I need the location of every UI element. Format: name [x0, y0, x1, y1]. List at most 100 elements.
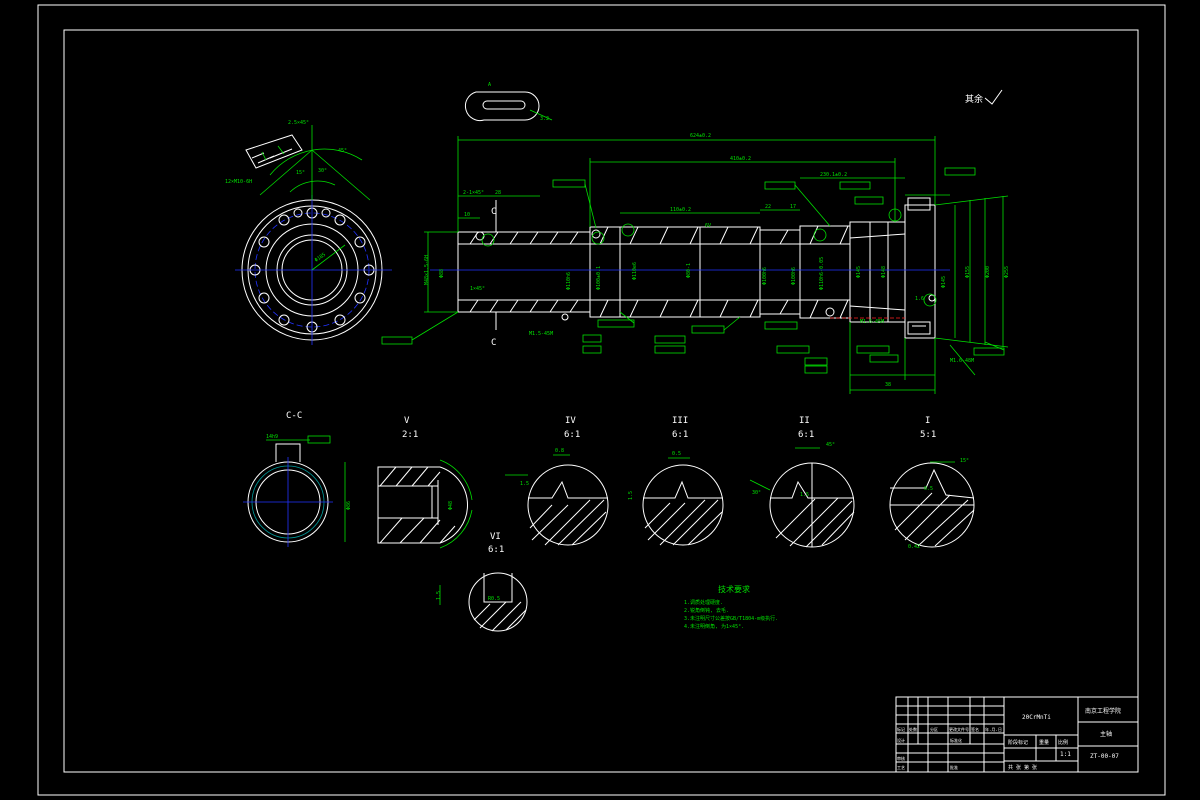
- svg-text:17: 17: [790, 204, 796, 210]
- left-label: 设计: [897, 737, 905, 743]
- stage-label: 阶段标记: [1008, 739, 1028, 746]
- svg-text:Φ110e6: Φ110e6: [632, 262, 638, 280]
- svg-text:410±0.2: 410±0.2: [730, 156, 751, 162]
- svg-text:Φ100h6: Φ100h6: [762, 267, 768, 285]
- svg-text:A: A: [488, 82, 491, 88]
- detail-iii: 1.5 0.5: [628, 451, 724, 546]
- tech-req-title: 技术要求: [718, 584, 750, 594]
- tech-requirements: 技术要求 1.调质处理硬度. 2.锐角倒钝, 去毛. 3.未注明尺寸公差按GB/…: [684, 584, 778, 630]
- row-label: 年.月.日: [985, 726, 1002, 732]
- detail-iv-title: IV: [565, 416, 576, 426]
- svg-text:38: 38: [885, 382, 891, 388]
- detail-iii-title: III: [672, 416, 688, 426]
- detail-iii-scale: 6:1: [672, 430, 688, 440]
- detail-ii-scale: 6:1: [798, 430, 814, 440]
- svg-text:30°: 30°: [752, 490, 761, 496]
- keyway-view: A 3.2: [464, 82, 553, 122]
- svg-text:1.6: 1.6: [915, 296, 924, 302]
- svg-text:15°: 15°: [960, 458, 969, 464]
- svg-text:12×M10-6H: 12×M10-6H: [225, 179, 252, 185]
- row-label: 签名: [971, 726, 979, 732]
- svg-text:Φ48: Φ48: [448, 501, 454, 510]
- row-label: 处数: [909, 726, 917, 732]
- detail-i-title: I: [925, 416, 930, 426]
- svg-text:1.5: 1.5: [520, 481, 529, 487]
- detail-ii-title: II: [799, 416, 810, 426]
- left-label: 工艺: [897, 765, 905, 770]
- svg-text:110±0.2: 110±0.2: [670, 207, 691, 213]
- tech-req-line: 1.调质处理硬度.: [684, 599, 723, 606]
- roughness-note: 其余: [965, 93, 983, 105]
- svg-text:M1.5-45M: M1.5-45M: [529, 331, 553, 337]
- spindle-main-view: M48×1.5-6H Φ88 624±0.2 410±0.2 110±0.2 2…: [381, 133, 1010, 394]
- detail-v-scale: 2:1: [402, 430, 418, 440]
- svg-text:Φ86: Φ86: [346, 501, 352, 510]
- svg-text:Φ80-1: Φ80-1: [686, 263, 692, 278]
- weight-label: 重量: [1039, 739, 1049, 746]
- svg-text:Φ88: Φ88: [439, 269, 445, 278]
- svg-text:0.5: 0.5: [924, 486, 933, 492]
- title-block: 20CrMnTi 南京工程学院 主轴 ZT-00-07 1:1 阶段标记 重量 …: [895, 696, 1139, 773]
- svg-text:1.5: 1.5: [800, 492, 809, 498]
- svg-text:Φ200: Φ200: [985, 266, 991, 278]
- svg-text:10: 10: [464, 212, 470, 218]
- svg-text:Φ100h6: Φ100h6: [791, 267, 797, 285]
- sheet-label: 共 张 第 张: [1008, 764, 1037, 771]
- svg-text:0.42: 0.42: [908, 544, 920, 550]
- svg-text:M1.6-45M: M1.6-45M: [860, 319, 884, 325]
- svg-text:3.2: 3.2: [540, 116, 549, 122]
- row-label: 分区: [930, 726, 938, 732]
- svg-text:1.5: 1.5: [436, 591, 442, 600]
- detail-i-scale: 5:1: [920, 430, 936, 440]
- svg-text:0.5: 0.5: [672, 451, 681, 457]
- svg-text:230.1±0.2: 230.1±0.2: [820, 172, 847, 178]
- tech-req-line: 4.未注明倒角, 为1×45°.: [684, 623, 744, 630]
- std-label: 标准化: [950, 737, 962, 743]
- svg-text:2-1×45°: 2-1×45°: [463, 190, 484, 196]
- detail-iv: 1.5 0.8: [505, 448, 609, 546]
- svg-text:Φ255: Φ255: [1004, 266, 1010, 278]
- svg-text:0.8: 0.8: [555, 448, 564, 454]
- drawing-number: ZT-00-07: [1090, 753, 1119, 760]
- material-value: 20CrMnTi: [1022, 714, 1051, 721]
- svg-text:Φ145: Φ145: [941, 276, 947, 288]
- scale-label: 比例: [1058, 739, 1068, 746]
- svg-text:Φ100±0.1: Φ100±0.1: [596, 266, 602, 290]
- school-name: 南京工程学院: [1085, 707, 1121, 715]
- svg-text:28: 28: [495, 190, 501, 196]
- svg-text:1×45°: 1×45°: [470, 286, 485, 292]
- detail-vi: 1.5 R0.5: [436, 572, 528, 632]
- svg-text:624±0.2: 624±0.2: [690, 133, 711, 139]
- svg-text:Φ110h6-0.05: Φ110h6-0.05: [819, 257, 825, 290]
- svg-text:M48×1.5-6H: M48×1.5-6H: [424, 255, 430, 285]
- svg-text:6V: 6V: [705, 223, 711, 229]
- detail-vi-title: VI: [490, 532, 501, 542]
- section-cc: Φ86 14h9: [243, 434, 352, 547]
- svg-text:R0.5: R0.5: [488, 596, 500, 602]
- inner-border: [63, 29, 1139, 773]
- tech-req-line: 2.锐角倒钝, 去毛.: [684, 607, 729, 614]
- svg-text:Φ145: Φ145: [856, 266, 862, 278]
- svg-text:14h9: 14h9: [266, 434, 278, 440]
- detail-v: Φ48: [377, 459, 473, 549]
- svg-text:Φ155: Φ155: [965, 266, 971, 278]
- svg-text:Φ148: Φ148: [881, 266, 887, 278]
- approve-label: 批准: [950, 764, 958, 770]
- scale-value: 1:1: [1060, 751, 1071, 758]
- svg-text:Φ185: Φ185: [314, 252, 327, 264]
- row-label: 标记: [897, 726, 905, 732]
- flange-detail: [245, 134, 303, 169]
- svg-text:15°: 15°: [296, 170, 305, 176]
- svg-text:2.5×45°: 2.5×45°: [288, 120, 309, 126]
- svg-text:45°: 45°: [338, 148, 347, 154]
- detail-v-title: V: [404, 416, 410, 426]
- left-label: 审核: [897, 755, 905, 761]
- svg-text:22: 22: [765, 204, 771, 210]
- flange-end-view: 45° 30° 15° 12×M10-6H 2.5×45° Φ185: [225, 120, 392, 345]
- part-name: 主轴: [1100, 730, 1112, 738]
- outer-border: [37, 4, 1166, 796]
- detail-iv-scale: 6:1: [564, 430, 580, 440]
- svg-text:Φ110h6: Φ110h6: [566, 272, 572, 290]
- row-label: 更改文件号: [949, 726, 969, 732]
